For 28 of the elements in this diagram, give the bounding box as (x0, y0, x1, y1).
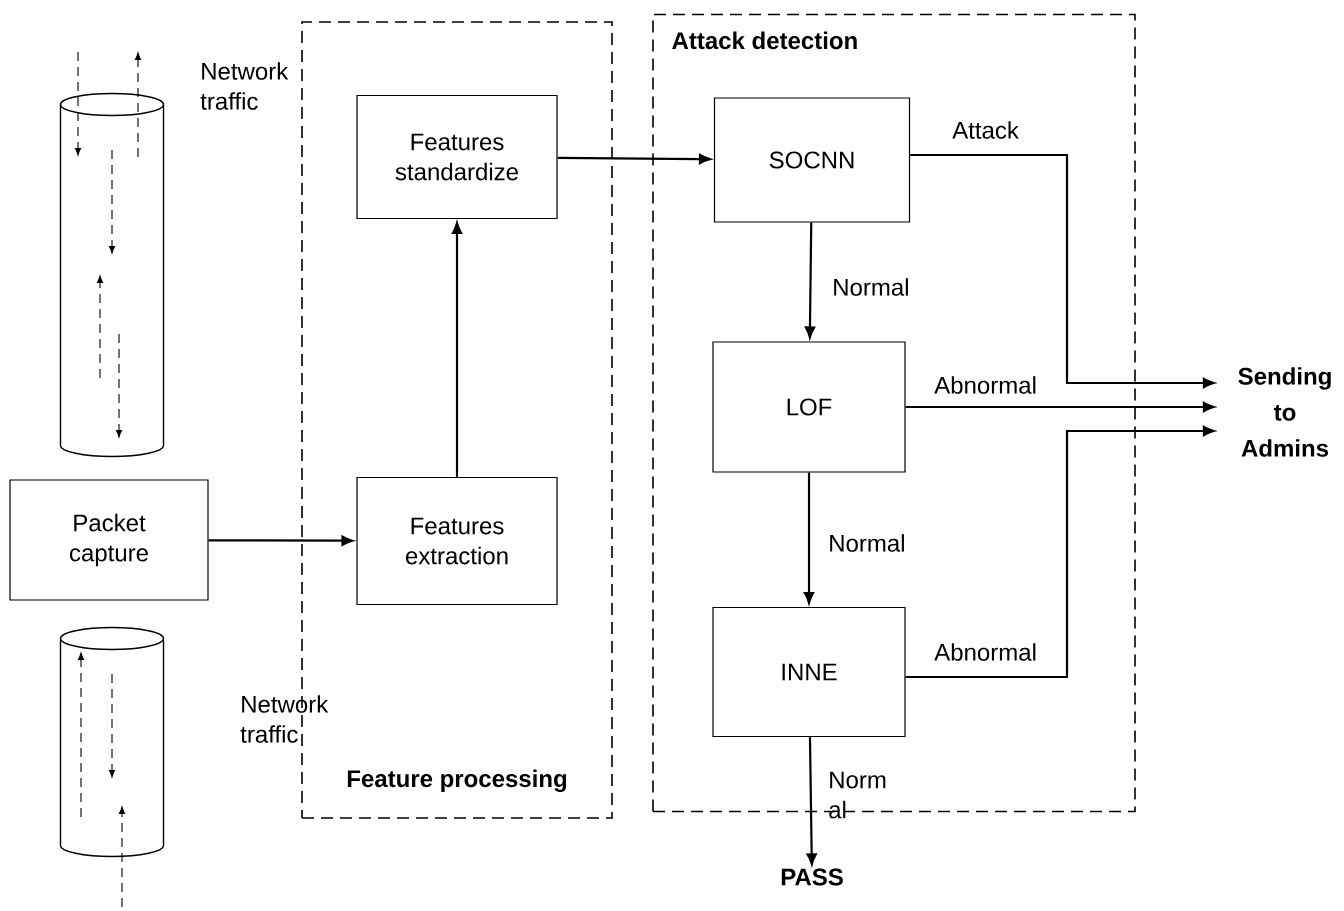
arrow (806, 737, 817, 866)
side-label: Network traffic (200, 62, 289, 110)
arrow (803, 472, 815, 604)
arrow (557, 153, 711, 165)
cylinder (59, 92, 165, 458)
arrow (905, 425, 1215, 679)
process-box: Features extraction (356, 476, 558, 606)
target-label: PASS (781, 868, 843, 886)
arrow (905, 401, 1215, 413)
arrow (804, 222, 816, 339)
cylinder (59, 626, 165, 858)
group-title: Feature processing (347, 769, 567, 792)
arrow (451, 222, 463, 477)
group-title: Attack detection (672, 31, 857, 50)
process-box: INNE (712, 606, 906, 738)
edge-label: Abnormal (934, 643, 1036, 661)
edge-label: Normal (834, 278, 908, 296)
edge-label: Attack (952, 121, 1019, 139)
process-box: Packet capture (9, 479, 209, 601)
process-box: LOF (712, 341, 906, 473)
side-label: Network traffic (240, 695, 329, 743)
arrow (910, 153, 1215, 389)
arrow (208, 535, 354, 546)
process-box: SOCNN (713, 97, 911, 223)
edge-label: Abnormal (934, 376, 1036, 394)
edge-label: Normal (830, 534, 904, 552)
process-box: Features standardize (356, 94, 558, 220)
target-label: Sending to Admins (1238, 367, 1331, 457)
